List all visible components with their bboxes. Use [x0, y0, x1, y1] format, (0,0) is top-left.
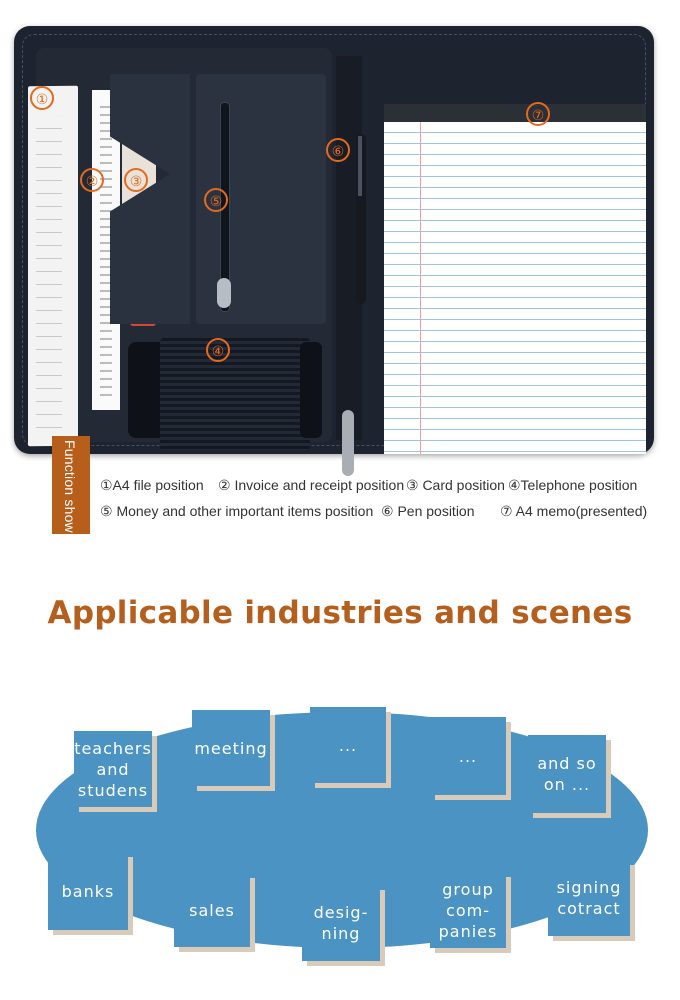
legend-item: ⑦ A4 memo(presented)	[500, 503, 648, 519]
legend-item: ⑤ Money and other important items positi…	[100, 503, 374, 519]
industry-tile: sales	[174, 873, 250, 947]
pen-clip	[358, 136, 362, 196]
marker-6: ⑥	[326, 138, 350, 162]
marker-7: ⑦	[526, 102, 550, 126]
marker-4: ④	[206, 338, 230, 362]
zipper-pull	[217, 278, 231, 308]
function-show-label: Function show	[62, 440, 78, 533]
legend-item: ④Telephone position	[508, 477, 638, 493]
section-heading: Applicable industries and scenes	[47, 595, 633, 631]
industry-tile: banks	[48, 852, 128, 930]
elastic-strap	[160, 338, 310, 450]
marker-5: ⑤	[204, 188, 228, 212]
industry-tile: desig-ning	[302, 885, 380, 961]
industry-tile: teachers and studens	[74, 731, 152, 807]
industry-tile: signing cotract	[548, 860, 630, 936]
main-zipper-pull	[342, 410, 354, 476]
marker-2: ②	[80, 168, 104, 192]
a4-paper	[28, 85, 78, 447]
industry-tile: group com-panies	[430, 872, 506, 948]
industry-tile: ...	[430, 717, 506, 795]
legend-item: ⑥ Pen position	[381, 503, 475, 519]
industry-tile: ...	[310, 707, 386, 783]
legend-item: ①A4 file position	[100, 477, 204, 493]
folder-photo	[14, 26, 654, 476]
function-show-tab: Function show	[52, 436, 90, 534]
industry-tile: meeting	[192, 710, 270, 786]
phone-edge	[300, 342, 322, 438]
pen	[356, 134, 366, 304]
notepad	[384, 104, 646, 454]
legend-item: ③ Card position	[406, 477, 505, 493]
marker-3: ③	[124, 168, 148, 192]
receipt-strip	[92, 90, 120, 410]
marker-1: ①	[30, 86, 54, 110]
industry-tile: and so on ...	[528, 735, 606, 813]
legend-item: ② Invoice and receipt position	[218, 477, 405, 493]
